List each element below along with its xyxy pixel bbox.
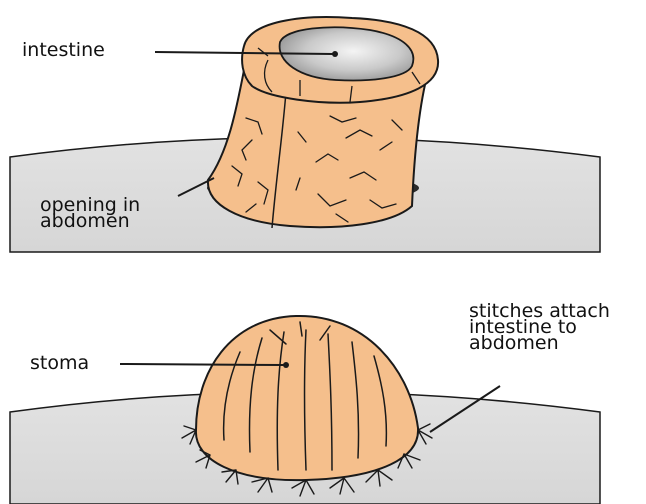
intestine-label: intestine: [22, 42, 105, 58]
stoma-dome: [196, 316, 418, 480]
stoma-label: stoma: [30, 355, 89, 371]
opening-in-abdomen-label: opening in abdomen: [40, 197, 140, 229]
stoma-pointer-line: [120, 364, 284, 365]
stitches-label: stitches attach intestine to abdomen: [469, 303, 610, 351]
